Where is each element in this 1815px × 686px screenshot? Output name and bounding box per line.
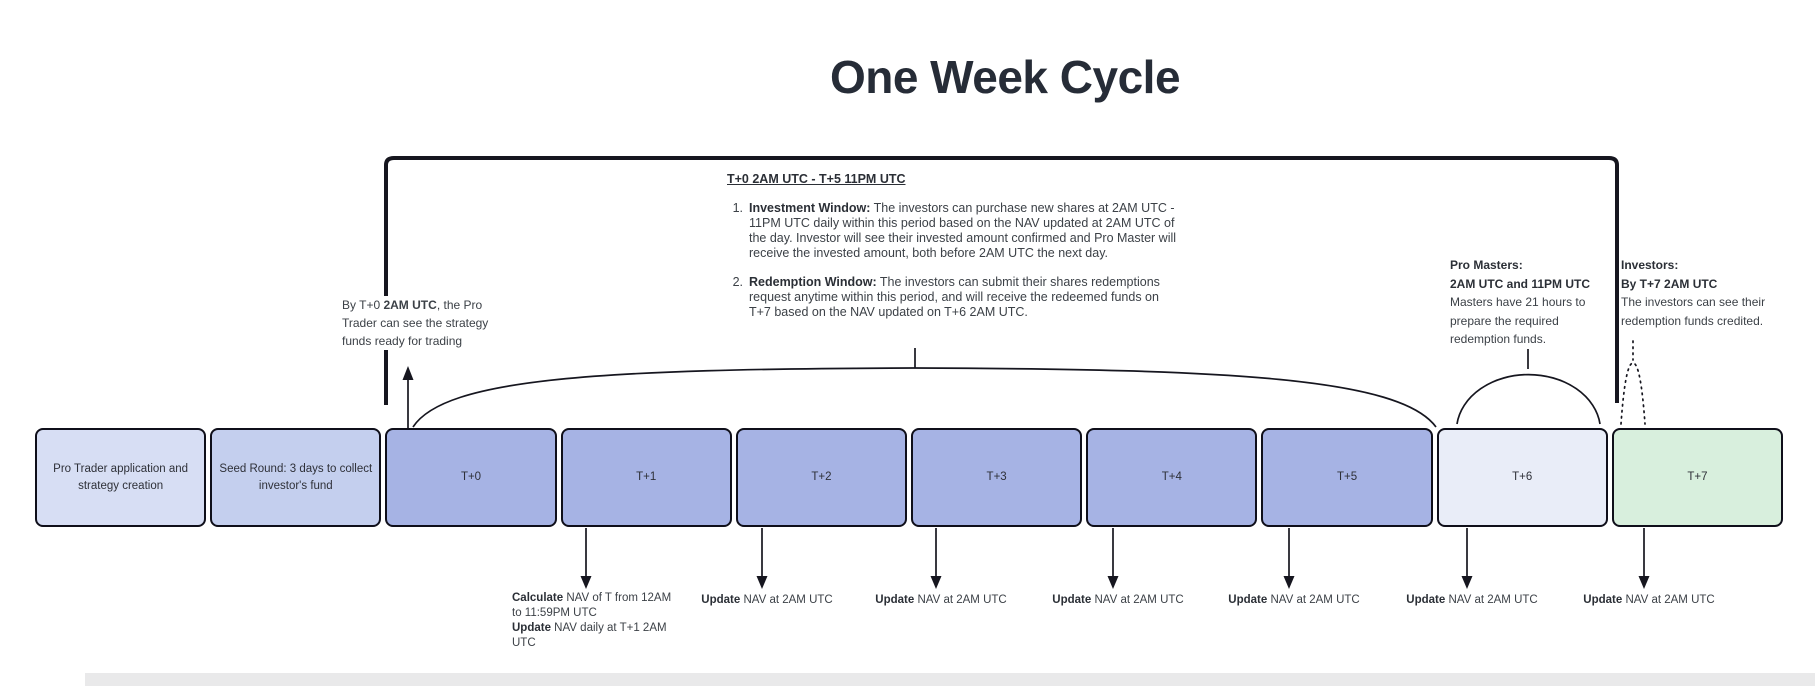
list-number: 1. [732, 201, 743, 215]
page-bottom-strip [85, 673, 1815, 686]
investors-title: Investors: [1621, 258, 1679, 272]
window-note-item-redemption: 2. Redemption Window: The investors can … [727, 275, 1197, 320]
investment-window-note: T+0 2AM UTC - T+5 11PM UTC 1. Investment… [727, 172, 1197, 320]
nav-update-note: Update NAV at 2AM UTC [1052, 594, 1184, 606]
investors-note: Investors: By T+7 2AM UTC The investors … [1621, 256, 1769, 331]
list-item-text: Investment Window: The investors can pur… [749, 201, 1177, 260]
nav-update-note: Update NAV at 2AM UTC [1583, 594, 1715, 606]
pro-masters-body: Masters have 21 hours to prepare the req… [1450, 295, 1586, 347]
pro-masters-title: Pro Masters: [1450, 258, 1523, 272]
nav-arrow [1461, 528, 1473, 589]
nav-calc-note: Calculate NAV of T from 12AM to 11:59PM … [512, 591, 672, 651]
nav-update-note: Update NAV at 2AM UTC [701, 594, 833, 606]
nav-update-note: Update NAV at 2AM UTC [1406, 594, 1538, 606]
pro-masters-note: Pro Masters: 2AM UTC and 11PM UTC Master… [1450, 256, 1608, 349]
nav-update-note: Update NAV at 2AM UTC [1228, 594, 1360, 606]
timeline-row: Pro Trader application and strategy crea… [35, 428, 1784, 527]
timeline-box-t6: T+6 [1436, 428, 1608, 527]
window-note-heading: T+0 2AM UTC - T+5 11PM UTC [727, 172, 906, 186]
pro-trader-note: By T+0 2AM UTC, the Pro Trader can see t… [342, 296, 514, 350]
list-item-text: Redemption Window: The investors can sub… [749, 275, 1160, 319]
timeline-box-t2: T+2 [735, 428, 908, 527]
period-brace [412, 367, 1437, 428]
timeline-box-t0: T+0 [385, 428, 557, 527]
page-title: One Week Cycle [829, 51, 1181, 103]
investors-body: The investors can see their redemption f… [1621, 295, 1766, 328]
timeline-box-t1: T+1 [560, 428, 732, 527]
timeline-box-t3: T+3 [911, 428, 1083, 527]
nav-calc-line2: Update NAV daily at T+1 2AM UTC [512, 622, 667, 649]
list-number: 2. [732, 275, 743, 289]
timeline-box-seed-round: Seed Round: 3 days to collect investor's… [210, 428, 382, 527]
nav-arrow [930, 528, 942, 589]
nav-arrow [1283, 528, 1295, 589]
timeline-box-t4: T+4 [1086, 428, 1258, 527]
investment-window-bracket [384, 156, 1619, 405]
nav-arrow [1107, 528, 1119, 589]
window-note-item-investment: 1. Investment Window: The investors can … [727, 201, 1197, 261]
timeline-box-t7: T+7 [1611, 428, 1784, 527]
nav-arrow [756, 528, 768, 589]
nav-arrows [580, 528, 1650, 589]
timeline-box-application: Pro Trader application and strategy crea… [35, 428, 207, 527]
investors-subtitle: By T+7 2AM UTC [1621, 276, 1718, 291]
pro-masters-subtitle: 2AM UTC and 11PM UTC [1450, 276, 1591, 291]
nav-update-note: Update NAV at 2AM UTC [875, 594, 1007, 606]
nav-calc-line1: Calculate NAV of T from 12AM to 11:59PM … [512, 592, 672, 619]
timeline-box-t5: T+5 [1261, 428, 1433, 527]
nav-arrow [1638, 528, 1650, 589]
nav-arrow [580, 528, 592, 589]
pro-masters-arc [1456, 373, 1601, 425]
investors-dotted-arc [1620, 340, 1646, 425]
